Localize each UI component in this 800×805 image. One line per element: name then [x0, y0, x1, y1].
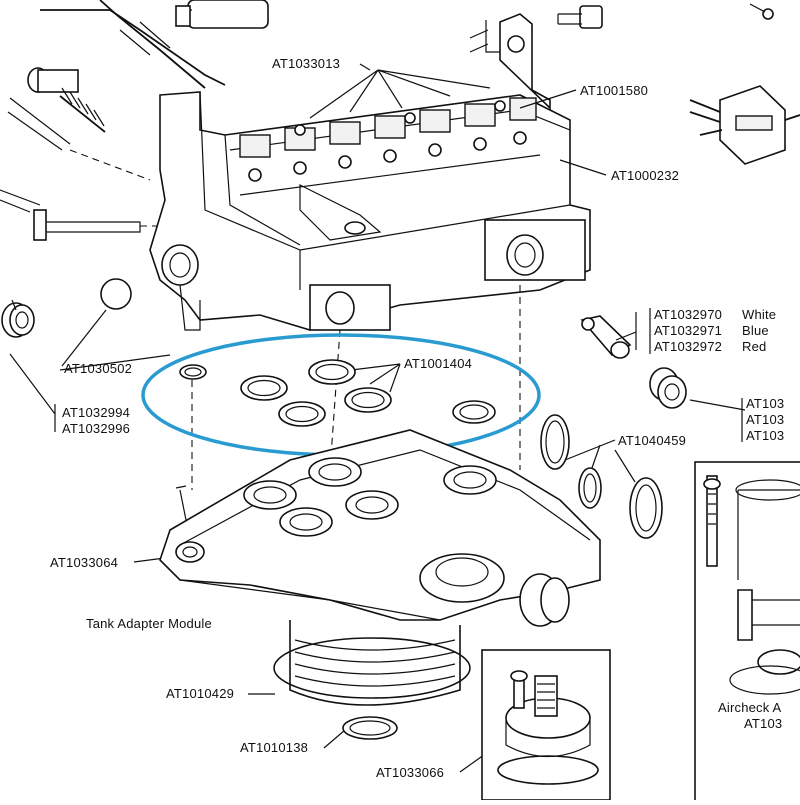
leader-dash: [69, 149, 151, 181]
part-labels: AT1033013 AT1001580 AT1000232 AT1032970 …: [50, 56, 784, 780]
label-at1032994: AT1032994: [62, 405, 130, 420]
highlight-ellipse: [141, 333, 541, 457]
small-o-ring: [342, 716, 398, 740]
tank-o-ring: [273, 637, 471, 699]
label-at1032972-color: Red: [742, 339, 766, 354]
label-at1033066: AT1033066: [376, 765, 444, 780]
spring-bolt: [7, 67, 106, 151]
flow-plug: [649, 367, 687, 409]
side-o-rings: [540, 414, 663, 539]
label-tank-adapter-module: Tank Adapter Module: [86, 616, 212, 631]
label-cut-right-2: AT103: [746, 412, 784, 427]
check-ball: [100, 278, 132, 310]
label-at1033013: AT1033013: [272, 56, 340, 71]
label-cut-right-3: AT103: [746, 428, 784, 443]
label-at1033064: AT1033064: [50, 555, 118, 570]
valve-body: [149, 91, 591, 331]
label-at1040459: AT1040459: [618, 433, 686, 448]
top-fitting: [175, 0, 269, 29]
label-at1032970-color: White: [742, 307, 776, 322]
label-aircheck-1: Aircheck A: [718, 700, 782, 715]
tank-adapter-module: [159, 429, 601, 627]
label-cut-right-1: AT103: [746, 396, 784, 411]
label-at1032996: AT1032996: [62, 421, 130, 436]
label-at1032971-color: Blue: [742, 323, 769, 338]
inset-box-aircheck: [694, 461, 800, 803]
top-screw: [557, 3, 774, 29]
label-at1032970: AT1032970: [654, 307, 722, 322]
label-at1000232: AT1000232: [611, 168, 679, 183]
label-at1001404: AT1001404: [404, 356, 472, 371]
label-at1030502: AT1030502: [64, 361, 132, 376]
leader-lines: [9, 63, 746, 773]
mounting-bracket: [469, 13, 551, 110]
power-plug: [689, 85, 800, 165]
label-at1010138: AT1010138: [240, 740, 308, 755]
o-ring-set: [179, 359, 496, 427]
label-at1032972: AT1032972: [654, 339, 722, 354]
small-clip: [33, 209, 141, 241]
terminal-block: [239, 97, 537, 182]
label-aircheck-2: AT103: [744, 716, 782, 731]
barb-fitting: [580, 315, 632, 359]
label-at1010429: AT1010429: [166, 686, 234, 701]
inset-box-1033066: [481, 649, 611, 801]
label-at1001580: AT1001580: [580, 83, 648, 98]
top-left-rod: [40, 0, 226, 89]
label-at1032971: AT1032971: [654, 323, 722, 338]
left-edge-lines: [0, 189, 41, 213]
left-cap: [1, 299, 35, 338]
